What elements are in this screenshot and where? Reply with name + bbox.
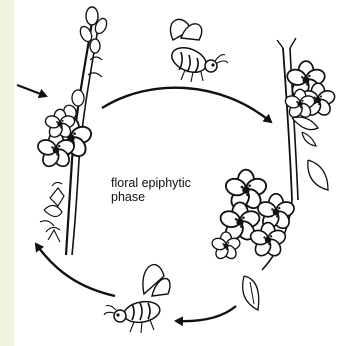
- cycle-arrow-icon: [102, 88, 271, 122]
- cycle-arrow-icon: [176, 306, 236, 321]
- flower-cluster-icon: [211, 170, 296, 310]
- bee-icon: [168, 19, 228, 82]
- phase-label-line1: floral epiphytic: [111, 176, 191, 190]
- cycle-arrow-icon: [36, 244, 115, 296]
- left-branch-icon: [36, 7, 109, 255]
- flower-cluster-icon: [277, 38, 336, 200]
- bee-icon: [104, 265, 170, 333]
- phase-label-line2: phase: [111, 190, 191, 204]
- entry-arrow-icon: [17, 85, 46, 96]
- phase-label: floral epiphytic phase: [111, 176, 191, 204]
